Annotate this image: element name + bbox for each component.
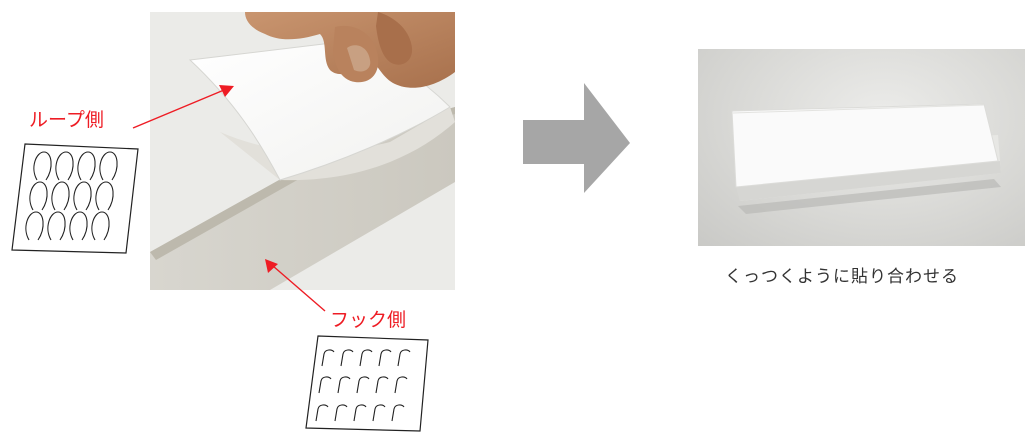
hook-shapes — [316, 350, 410, 421]
